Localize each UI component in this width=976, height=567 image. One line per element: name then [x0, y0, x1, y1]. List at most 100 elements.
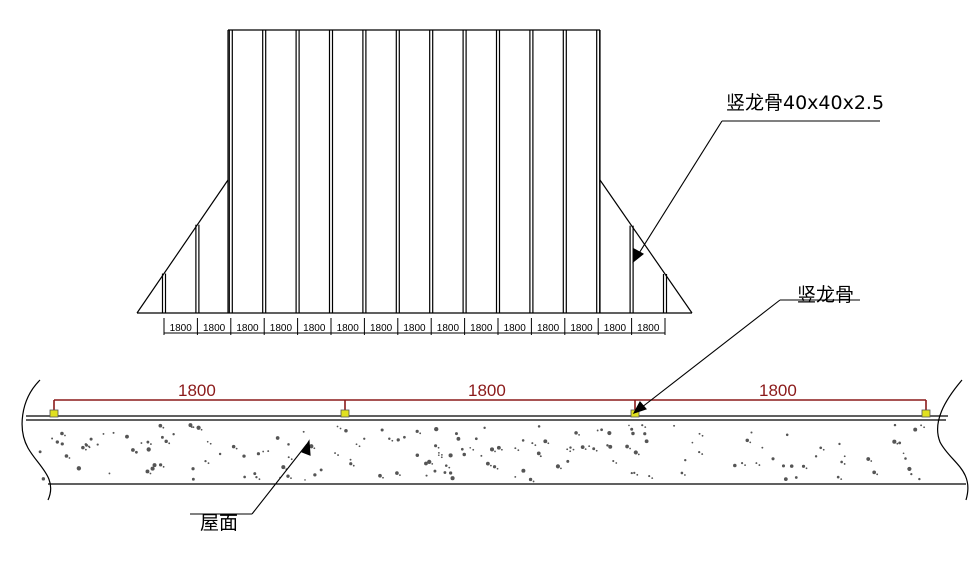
hatch-dot: [684, 458, 687, 462]
hatch-dot: [643, 432, 647, 436]
hatch-dot: [158, 423, 163, 428]
hatch-dot: [209, 442, 212, 445]
hatch-dot: [363, 437, 366, 440]
hatch-dot: [349, 462, 353, 466]
hatch-dot: [41, 477, 46, 481]
hatch-dot: [644, 439, 649, 444]
hatch-dot: [896, 442, 899, 445]
stud-arrowhead: [632, 401, 647, 414]
hatch-dot: [164, 439, 168, 444]
hatch-dot: [633, 471, 636, 474]
hatch-dot: [569, 446, 572, 449]
hatch-dot: [872, 470, 877, 475]
hatch-dot: [207, 462, 210, 465]
hatch-dot: [892, 439, 897, 444]
hatch-dot: [572, 448, 575, 451]
hatch-dot: [574, 431, 578, 435]
hatch-dot: [537, 425, 541, 428]
hatch-dot: [492, 465, 497, 469]
hatch-dot: [102, 432, 105, 435]
hatch-dot: [691, 441, 694, 444]
left-brace: [136, 179, 229, 314]
hatch-dot: [388, 437, 391, 440]
top-dim-label: 1800: [570, 323, 593, 334]
hatch-dot: [135, 450, 138, 454]
hatch-dot: [448, 453, 453, 458]
hatch-dot: [913, 427, 918, 432]
hatch-dot: [755, 462, 758, 465]
hatch-dot: [902, 452, 905, 455]
hatch-dot: [750, 431, 753, 434]
hatch-dot: [206, 440, 209, 443]
roof-slab: [21, 379, 969, 501]
hatch-dot: [843, 455, 846, 458]
hatch-dot: [192, 426, 195, 429]
hatch-dot: [150, 466, 155, 471]
hatch-dot: [150, 443, 152, 445]
hatch-dot: [145, 469, 150, 474]
hatch-dot: [313, 473, 317, 477]
hatch-dot: [443, 471, 447, 474]
hatch-dot: [337, 454, 339, 456]
hatch-dot: [822, 448, 825, 451]
hatch-dot: [313, 447, 316, 450]
hatch-dot: [517, 449, 520, 452]
hatch-dot: [267, 450, 270, 453]
hatch-dot: [698, 432, 701, 435]
hatch-dot: [555, 464, 561, 469]
hatch-dot: [290, 458, 293, 461]
hatch-dot: [819, 446, 823, 450]
top-dim-label: 1800: [470, 323, 493, 334]
hatch-dot: [698, 450, 701, 454]
anchor-point: [921, 409, 931, 418]
hatch-dot: [781, 464, 786, 468]
hatch-dot: [454, 432, 458, 436]
hatch-dot: [740, 462, 744, 465]
hatch-dot: [595, 449, 598, 452]
hatch-dot: [733, 463, 737, 468]
hatch-dot: [415, 453, 420, 458]
hatch-dot: [196, 425, 201, 430]
hatch-dot: [631, 431, 635, 436]
bottom-dim-label: 1800: [759, 381, 797, 400]
hatch-dot: [701, 434, 704, 437]
hatch-dot: [761, 446, 764, 449]
hatch-dot: [494, 450, 496, 453]
anchor-point: [630, 409, 640, 418]
hatch-dot: [584, 448, 587, 450]
hatch-dot: [434, 426, 439, 432]
hatch-dot: [472, 448, 475, 451]
stud-label: 竖龙骨: [797, 284, 855, 306]
leader-lines: [190, 120, 880, 515]
hatch-dot: [588, 445, 591, 448]
hatch-dot: [64, 434, 66, 437]
top-dim-label: 1800: [303, 323, 326, 334]
hatch-dot: [339, 427, 342, 430]
hatch-dot: [836, 475, 840, 479]
hatch-dot: [592, 447, 596, 451]
hatch-dot: [444, 464, 448, 467]
roof-label: 屋面: [200, 512, 239, 534]
hatch-dot: [378, 473, 382, 478]
hatch-dot: [200, 428, 203, 431]
hatch-dot: [910, 473, 913, 476]
hatch-dot: [419, 432, 422, 435]
hatch-dot: [125, 434, 129, 439]
vertical-studs: [161, 30, 668, 313]
hatch-dot: [794, 476, 798, 479]
hatch-dot: [460, 447, 464, 451]
top-dim-label: 1800: [270, 323, 293, 334]
hatch-dot: [336, 425, 339, 428]
stud-spec-arrowhead: [632, 248, 644, 264]
hatch-dot: [805, 467, 808, 470]
hatch-dot: [496, 445, 501, 450]
top-dim-label: 1800: [437, 323, 460, 334]
top-dim-label: 1800: [370, 323, 393, 334]
hatch-dot: [108, 472, 111, 475]
hatch-dot: [489, 447, 495, 452]
hatch-dot: [425, 474, 428, 477]
hatch-dot: [462, 452, 466, 457]
hatch-dot: [191, 477, 195, 481]
hatch-dot: [87, 445, 90, 448]
